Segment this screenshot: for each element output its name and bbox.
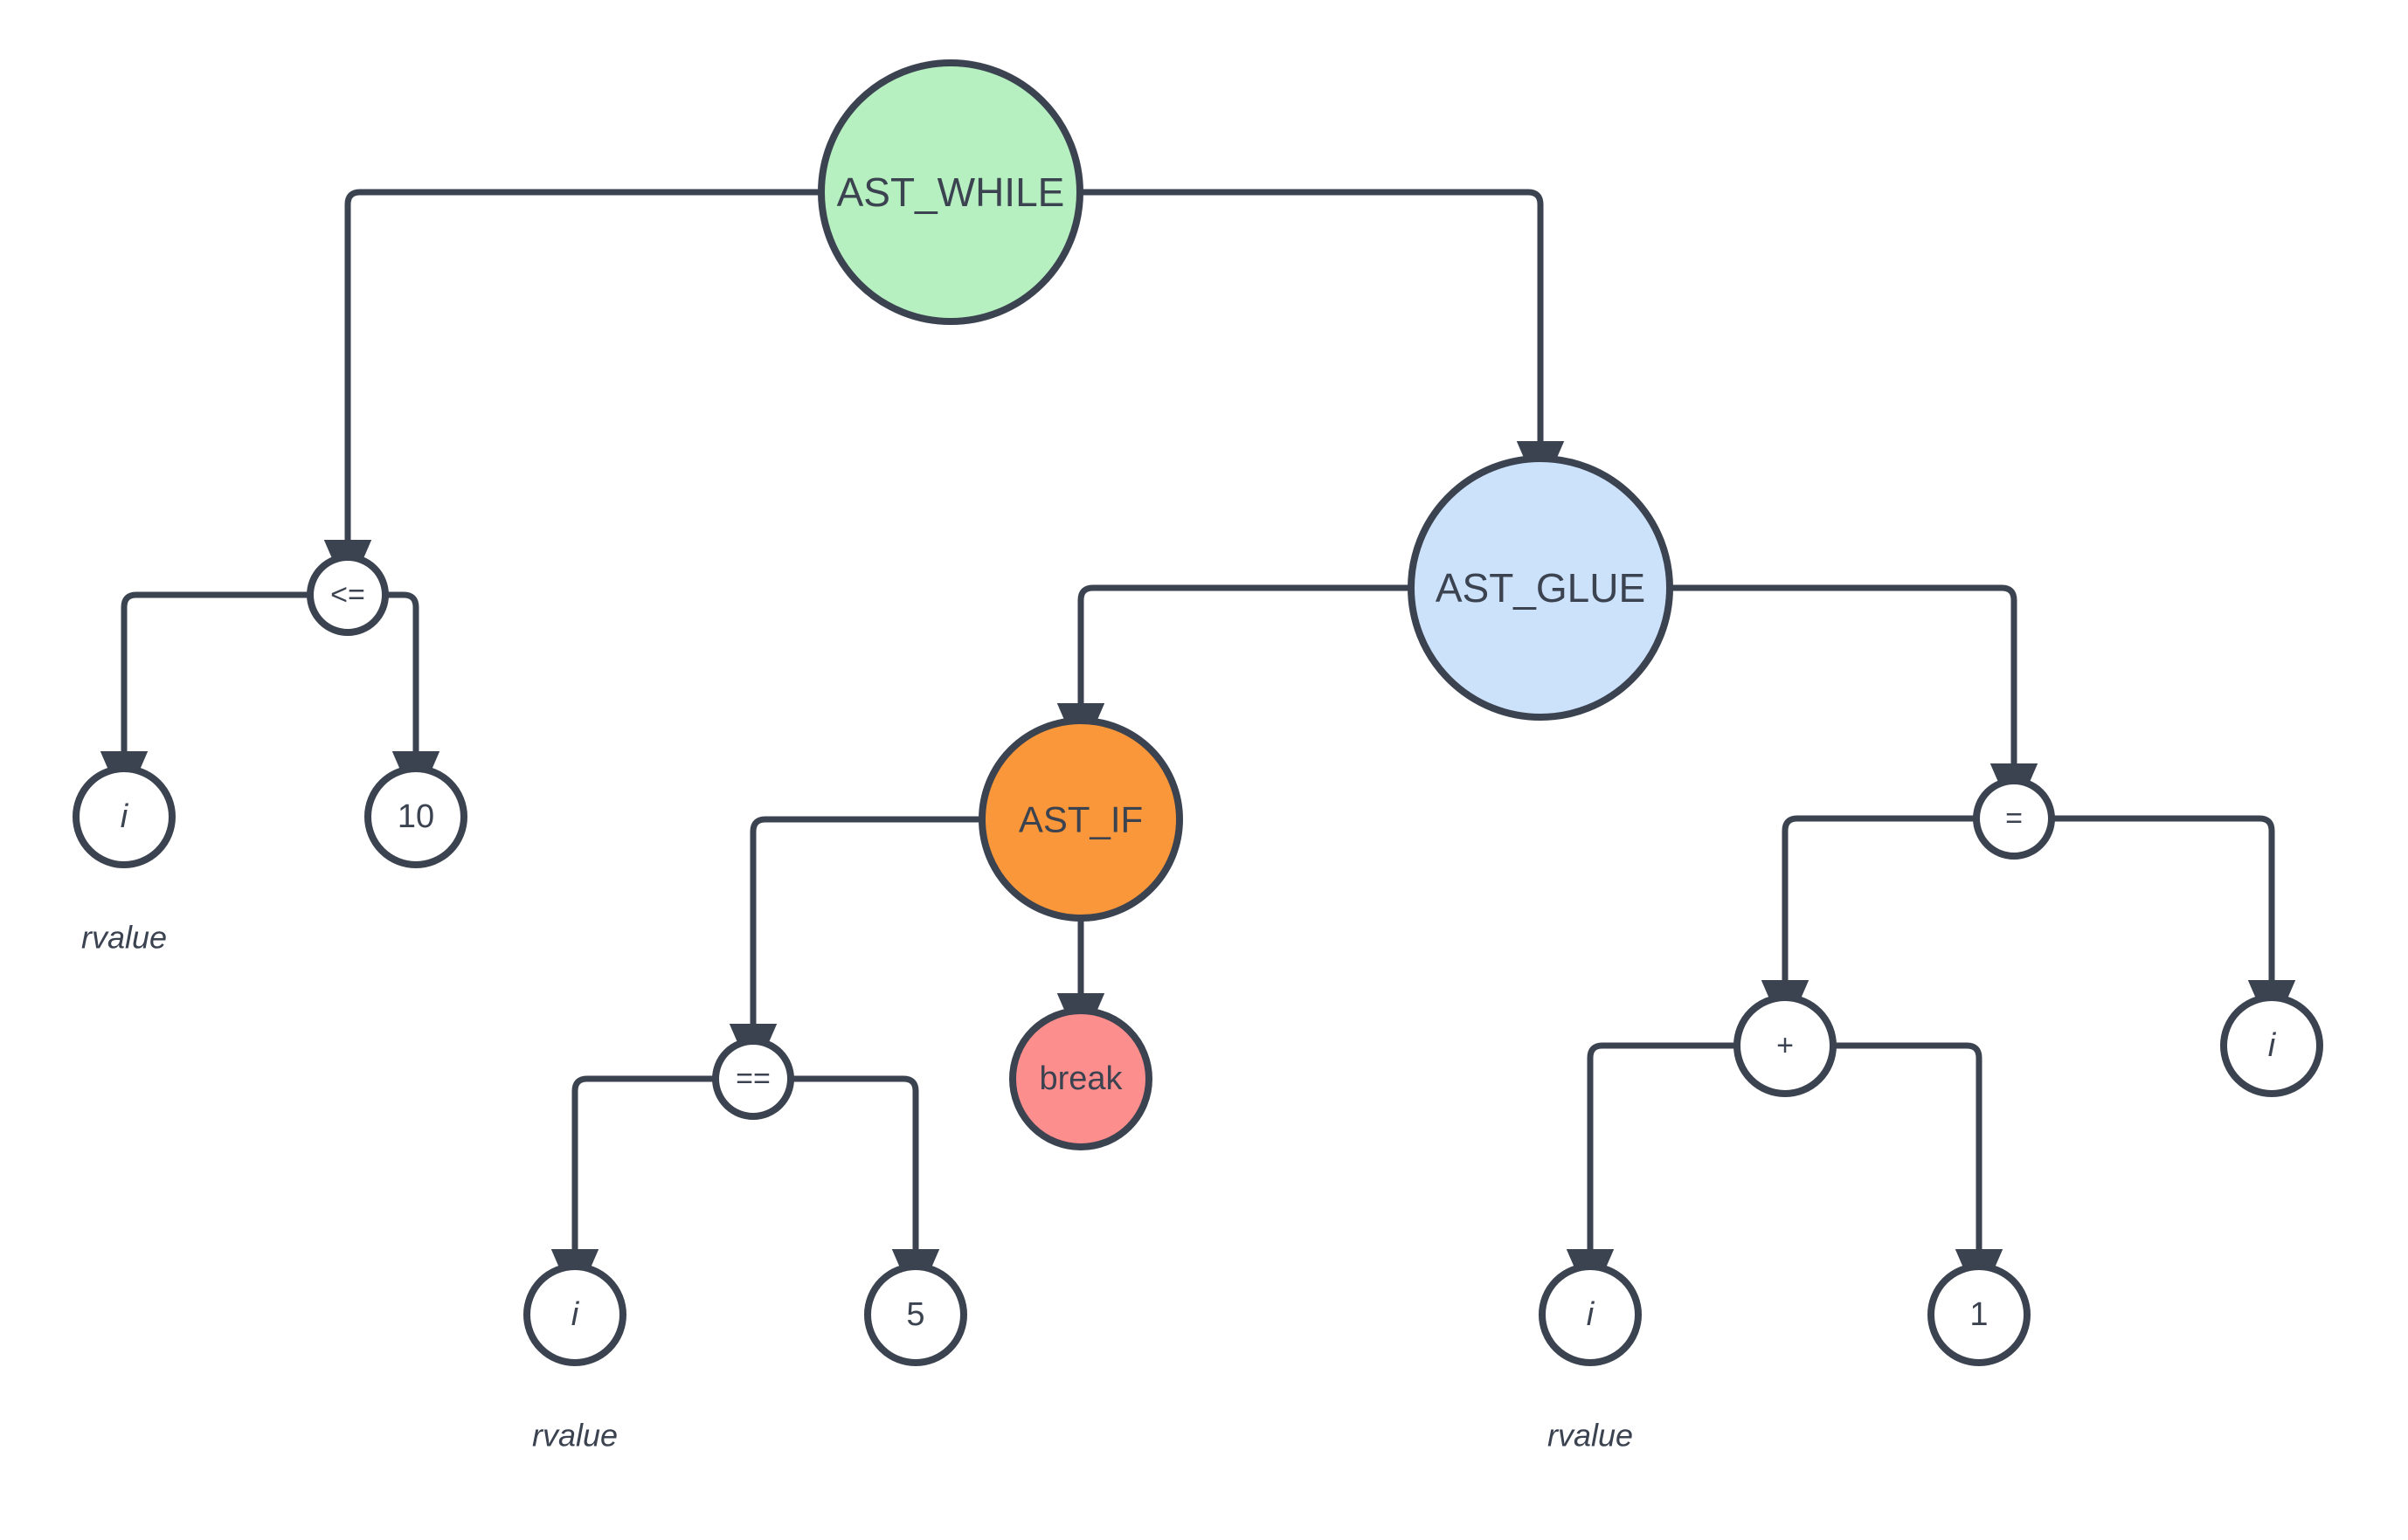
node-label-i_eq: i <box>571 1296 580 1333</box>
tree-edge <box>729 816 982 1079</box>
tree-node-if[interactable]: AST_IF <box>979 717 1183 922</box>
tree-node-while[interactable]: AST_WHILE <box>818 59 1083 325</box>
tree-node-eq[interactable]: == <box>712 1038 794 1120</box>
node-circle-while[interactable] <box>818 59 1083 325</box>
annotation-rvalue-add: rvalue <box>1547 1418 1633 1454</box>
node-label-break: break <box>1039 1060 1123 1097</box>
node-label-if: AST_IF <box>1019 799 1143 840</box>
annotation-rvalue-eq: rvalue <box>532 1418 618 1454</box>
node-label-eq: == <box>736 1062 771 1095</box>
node-label-assign: = <box>2005 802 2023 835</box>
tree-node-assign[interactable]: = <box>1973 777 2055 860</box>
node-label-five: 5 <box>906 1296 924 1333</box>
node-label-ten: 10 <box>398 798 434 835</box>
node-label-while: AST_WHILE <box>837 169 1065 215</box>
node-circle-if[interactable] <box>979 717 1183 922</box>
tree-edge <box>2052 815 2296 1035</box>
tree-edge <box>1761 815 1976 1035</box>
tree-edge <box>385 591 440 806</box>
tree-node-break[interactable]: break <box>1009 1007 1152 1150</box>
node-label-i_cond: i <box>121 798 129 835</box>
tree-edge <box>791 1075 940 1304</box>
annotation-rvalue-cond: rvalue <box>81 920 167 956</box>
node-circle-i_add[interactable] <box>1539 1263 1642 1366</box>
tree-node-i_lvalue[interactable]: i <box>2220 994 2323 1097</box>
node-circle-eq[interactable] <box>712 1038 794 1120</box>
node-label-i_add: i <box>1587 1296 1595 1333</box>
tree-edge <box>550 1075 716 1304</box>
tree-node-i_eq[interactable]: i <box>523 1263 626 1366</box>
node-label-i_lvalue: i <box>2268 1027 2277 1064</box>
tree-edge <box>1833 1042 2003 1304</box>
node-circle-i_cond[interactable] <box>73 765 176 868</box>
node-circle-glue[interactable] <box>1408 455 1673 721</box>
tree-node-one[interactable]: 1 <box>1927 1263 2031 1366</box>
node-label-glue: AST_GLUE <box>1436 565 1645 611</box>
node-circle-le[interactable] <box>307 554 389 636</box>
tree-node-glue[interactable]: AST_GLUE <box>1408 455 1673 721</box>
node-circle-i_lvalue[interactable] <box>2220 994 2323 1097</box>
node-circle-five[interactable] <box>864 1263 967 1366</box>
tree-edge <box>100 591 310 806</box>
tree-node-i_cond[interactable]: i <box>73 765 176 868</box>
node-label-one: 1 <box>1969 1296 1988 1333</box>
tree-edge <box>323 189 821 595</box>
node-circle-plus[interactable] <box>1733 994 1837 1097</box>
edges-layer <box>100 189 2296 1304</box>
node-circle-one[interactable] <box>1927 1263 2031 1366</box>
tree-node-ten[interactable]: 10 <box>364 765 467 868</box>
node-circle-i_eq[interactable] <box>523 1263 626 1366</box>
node-label-plus: + <box>1776 1029 1794 1062</box>
tree-edge <box>1056 584 1411 758</box>
node-circle-assign[interactable] <box>1973 777 2055 860</box>
tree-edge <box>1080 189 1565 496</box>
node-circle-ten[interactable] <box>364 765 467 868</box>
tree-edge <box>1670 584 2038 818</box>
tree-node-five[interactable]: 5 <box>864 1263 967 1366</box>
tree-node-plus[interactable]: + <box>1733 994 1837 1097</box>
node-label-le: <= <box>330 578 365 611</box>
tree-edge <box>1566 1042 1737 1304</box>
node-circle-break[interactable] <box>1009 1007 1152 1150</box>
tree-node-i_add[interactable]: i <box>1539 1263 1642 1366</box>
tree-node-le[interactable]: <= <box>307 554 389 636</box>
annotations-layer: rvalue rvalue rvalue <box>81 920 1633 1454</box>
